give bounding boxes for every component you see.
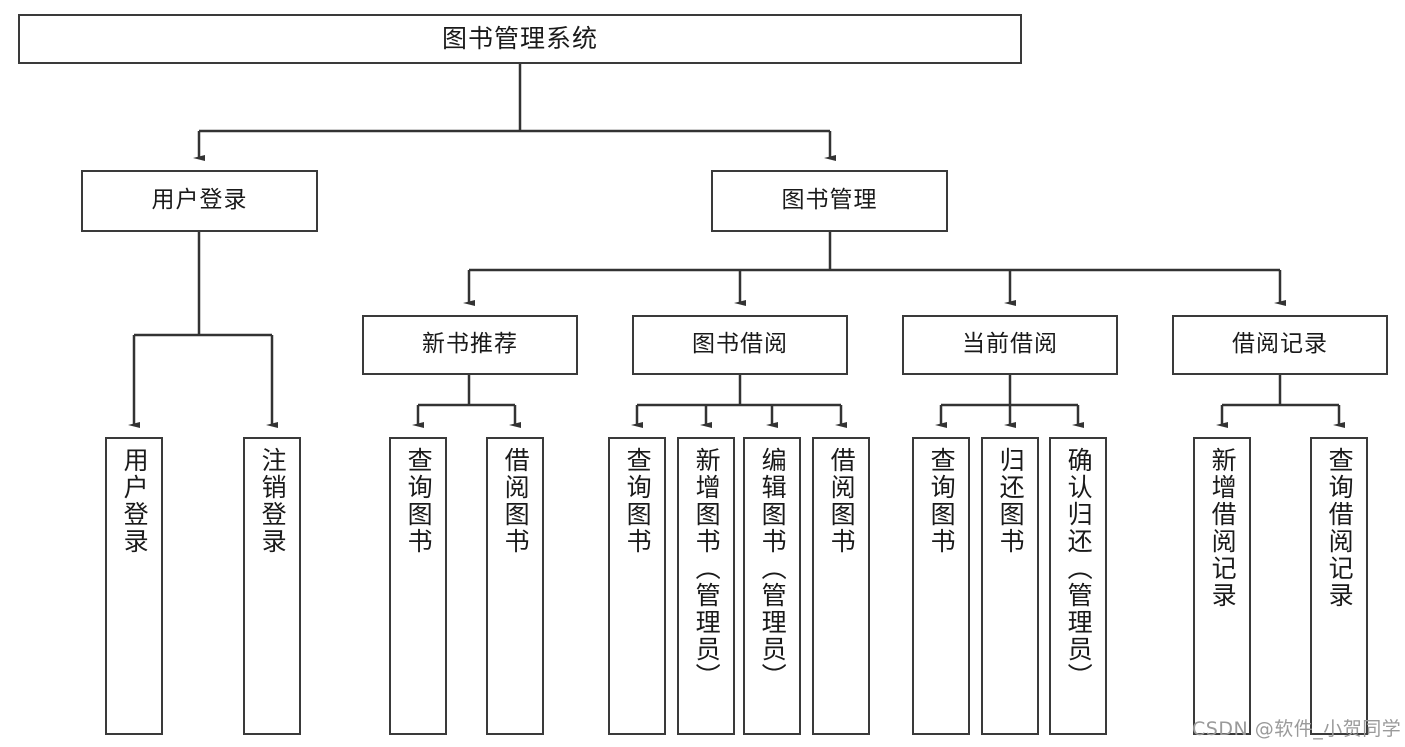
node-leaf-return-book[interactable]: 归还图书 <box>981 437 1039 735</box>
node-label: 新增图书（管理员） <box>692 447 722 690</box>
node-leaf-borrow-book-2[interactable]: 借阅图书 <box>812 437 870 735</box>
node-label: 编辑图书（管理员） <box>758 447 788 690</box>
node-leaf-logout-login[interactable]: 注销登录 <box>243 437 301 735</box>
node-leaf-query-book-1[interactable]: 查询图书 <box>389 437 447 735</box>
node-label: 借阅图书 <box>501 447 531 555</box>
node-leaf-user-login[interactable]: 用户登录 <box>105 437 163 735</box>
watermark-text: CSDN @软件_小贺同学 <box>1192 718 1402 740</box>
node-leaf-query-book-2[interactable]: 查询图书 <box>608 437 666 735</box>
node-book-borrow[interactable]: 图书借阅 <box>632 315 848 375</box>
node-borrow-record[interactable]: 借阅记录 <box>1172 315 1388 375</box>
node-label: 图书管理 <box>781 187 878 214</box>
node-leaf-borrow-book-1[interactable]: 借阅图书 <box>486 437 544 735</box>
node-new-book-rec[interactable]: 新书推荐 <box>362 315 578 375</box>
node-label: 借阅记录 <box>1232 331 1328 358</box>
node-label: 归还图书 <box>996 447 1026 555</box>
node-book-manage[interactable]: 图书管理 <box>711 170 948 232</box>
node-leaf-add-book[interactable]: 新增图书（管理员） <box>677 437 735 735</box>
node-label: 查询图书 <box>927 447 957 555</box>
node-leaf-edit-book[interactable]: 编辑图书（管理员） <box>743 437 801 735</box>
node-leaf-confirm-return[interactable]: 确认归还（管理员） <box>1049 437 1107 735</box>
node-user-login[interactable]: 用户登录 <box>81 170 318 232</box>
node-label: 查询图书 <box>623 447 653 555</box>
node-current-borrow[interactable]: 当前借阅 <box>902 315 1118 375</box>
node-label: 借阅图书 <box>827 447 857 555</box>
node-leaf-add-record[interactable]: 新增借阅记录 <box>1193 437 1251 735</box>
node-label: 图书管理系统 <box>441 24 598 54</box>
node-leaf-query-record[interactable]: 查询借阅记录 <box>1310 437 1368 735</box>
node-label: 图书借阅 <box>692 331 788 358</box>
node-label: 确认归还（管理员） <box>1064 447 1094 690</box>
node-label: 用户登录 <box>120 447 150 555</box>
node-label: 当前借阅 <box>962 331 1058 358</box>
node-label: 查询借阅记录 <box>1325 447 1355 609</box>
node-label: 新书推荐 <box>422 331 518 358</box>
node-root-system[interactable]: 图书管理系统 <box>18 14 1022 64</box>
node-label: 新增借阅记录 <box>1208 447 1238 609</box>
node-leaf-query-book-3[interactable]: 查询图书 <box>912 437 970 735</box>
node-label: 用户登录 <box>151 187 248 214</box>
node-label: 查询图书 <box>404 447 434 555</box>
node-label: 注销登录 <box>258 447 288 555</box>
